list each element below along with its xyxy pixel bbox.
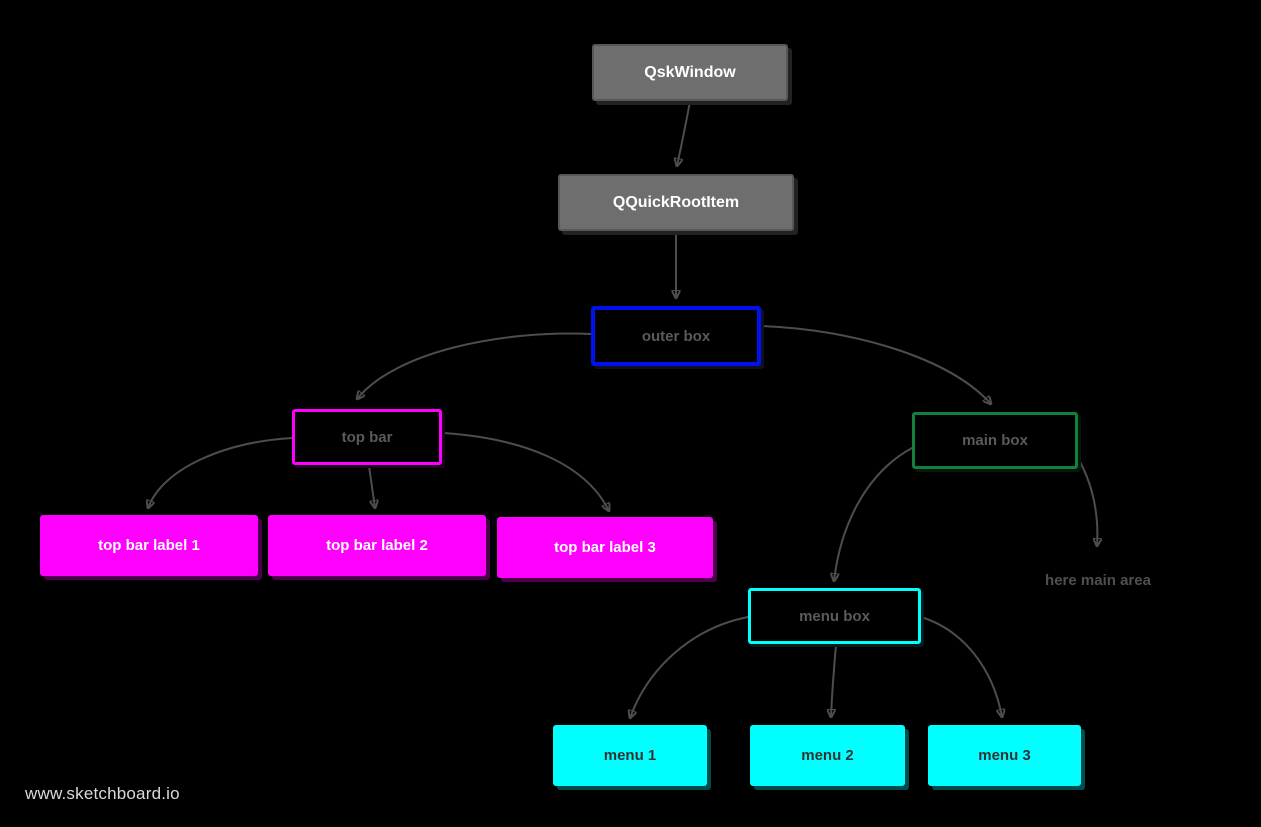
node-menu-2[interactable]: menu 2 xyxy=(750,725,905,786)
node-main-box-label: main box xyxy=(962,432,1028,449)
node-menu-2-label: menu 2 xyxy=(801,747,854,764)
text-here-main-area-label: here main area xyxy=(1045,572,1151,589)
edge-topbar-label1[interactable] xyxy=(148,437,293,508)
node-top-bar-label-2-text: top bar label 2 xyxy=(326,537,428,554)
text-here-main-area[interactable]: here main area xyxy=(1020,572,1176,589)
edge-mainbox-menubox[interactable] xyxy=(834,447,913,581)
node-top-bar[interactable]: top bar xyxy=(292,409,442,465)
node-qsk-window-label: QskWindow xyxy=(644,63,736,81)
edge-menubox-menu2[interactable] xyxy=(831,644,837,717)
edge-menubox-menu1[interactable] xyxy=(630,616,749,718)
edge-topbar-label3[interactable] xyxy=(442,432,609,511)
node-outer-box-label: outer box xyxy=(641,327,711,345)
node-top-bar-label-3[interactable]: top bar label 3 xyxy=(497,517,713,578)
node-outer-box[interactable]: outer box xyxy=(591,306,761,366)
node-qquick-root-item-label: QQuickRootItem xyxy=(612,193,740,211)
edge-outerbox-topbar[interactable] xyxy=(357,332,592,399)
edge-menubox-menu3[interactable] xyxy=(920,616,1002,717)
edge-mainbox-heretext[interactable] xyxy=(1077,457,1097,546)
node-top-bar-label-3-text: top bar label 3 xyxy=(554,539,656,556)
node-main-box[interactable]: main box xyxy=(912,412,1078,469)
node-menu-box[interactable]: menu box xyxy=(748,588,921,644)
edge-outerbox-mainbox[interactable] xyxy=(761,325,991,404)
node-qquick-root-item[interactable]: QQuickRootItem xyxy=(558,174,794,231)
node-qsk-window[interactable]: QskWindow xyxy=(592,44,788,101)
node-menu-3[interactable]: menu 3 xyxy=(928,725,1081,786)
node-menu-1-label: menu 1 xyxy=(603,747,657,764)
node-menu-3-label: menu 3 xyxy=(978,747,1031,764)
node-top-bar-label-2[interactable]: top bar label 2 xyxy=(268,515,486,576)
edge-topbar-label2[interactable] xyxy=(368,465,375,508)
node-top-bar-label: top bar xyxy=(341,428,393,446)
node-top-bar-label-1-text: top bar label 1 xyxy=(98,537,200,554)
edge-qskwindow-rootitem[interactable] xyxy=(677,100,691,166)
node-menu-box-label: menu box xyxy=(799,607,870,625)
node-menu-1[interactable]: menu 1 xyxy=(553,725,707,786)
node-top-bar-label-1[interactable]: top bar label 1 xyxy=(40,515,258,576)
sketchboard-watermark-link[interactable]: www.sketchboard.io xyxy=(25,784,180,803)
